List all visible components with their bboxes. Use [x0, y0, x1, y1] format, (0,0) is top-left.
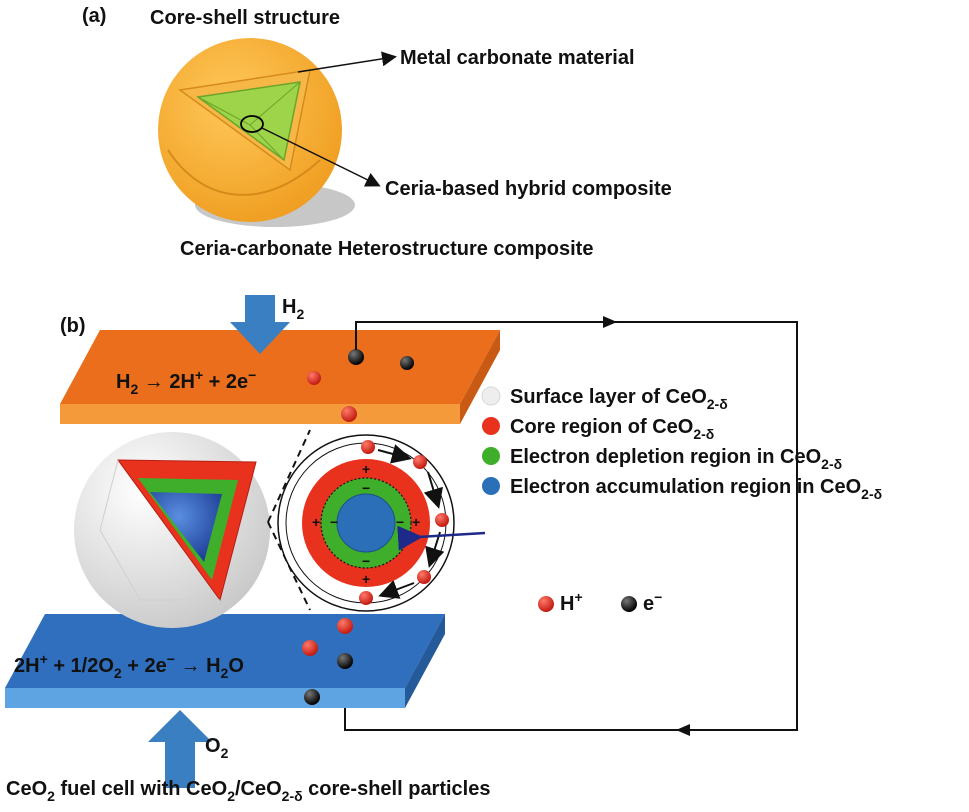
- ceo2-particle-sphere: [74, 432, 270, 628]
- proton-particle: [435, 513, 449, 527]
- charge-plus: +: [362, 571, 370, 587]
- proton-particle: [413, 455, 427, 469]
- proton-particle: [302, 640, 318, 656]
- proton-particle: [359, 591, 373, 605]
- svg-text:Electron accumulation region i: Electron accumulation region in CeO2-δ: [510, 476, 882, 502]
- o2-input-label: O2: [205, 735, 229, 761]
- zoom-line-top: [267, 429, 311, 523]
- anode-plate: [60, 330, 500, 424]
- electron-particle: [400, 356, 414, 370]
- legend-swatch: [481, 386, 501, 406]
- carrier-key-proton-swatch: [538, 596, 554, 612]
- shell-label: Metal carbonate material: [400, 47, 635, 69]
- circuit-arrow-top: [603, 316, 617, 328]
- h2-input-label: H2: [282, 296, 304, 322]
- accumulation-region: [150, 492, 222, 562]
- legend-swatch: [482, 417, 500, 435]
- charge-plus: +: [362, 461, 370, 477]
- charge-minus: −: [396, 514, 404, 530]
- carrier-key-electron: e−: [643, 589, 662, 615]
- legend: Surface layer of CeO2-δ Core region of C…: [481, 386, 882, 502]
- charge-minus: −: [362, 553, 370, 569]
- carrier-key-electron-swatch: [621, 596, 637, 612]
- panel-b-caption: CeO2 fuel cell with CeO2/CeO2-δ core-she…: [6, 778, 491, 804]
- interface-pointer-arrow: [397, 525, 486, 551]
- legend-item-core: Core region of CeO2-δ: [482, 416, 714, 442]
- svg-text:Electron depletion region in C: Electron depletion region in CeO2-δ: [510, 446, 842, 472]
- proton-particle: [341, 406, 357, 422]
- legend-swatch: [482, 447, 500, 465]
- legend-item-depletion: Electron depletion region in CeO2-δ: [482, 446, 842, 472]
- core-marker-ellipse: [240, 115, 264, 133]
- legend-item-surface: Surface layer of CeO2-δ: [481, 386, 728, 412]
- panel-a-label: (a): [82, 5, 106, 27]
- zoom-accumulation-blue: [336, 493, 396, 553]
- svg-text:Surface layer of CeO2-δ: Surface layer of CeO2-δ: [510, 386, 728, 412]
- electron-particle: [337, 653, 353, 669]
- proton-particle: [307, 371, 321, 385]
- charge-minus: −: [362, 480, 370, 496]
- external-circuit-wire: [344, 321, 798, 731]
- panel-a-title: Core-shell structure: [150, 7, 340, 29]
- cathode-reaction: 2H+ + 1/2O2 + 2e− → H2O: [14, 651, 244, 681]
- legend-item-accumulation: Electron accumulation region in CeO2-δ: [482, 476, 882, 502]
- panel-b-label: (b): [60, 315, 86, 337]
- cathode-plate: [5, 614, 445, 708]
- electron-particle: [304, 689, 320, 705]
- circuit-arrow-bottom: [676, 724, 690, 736]
- core-label: Ceria-based hybrid composite: [385, 178, 672, 200]
- proton-particle: [337, 618, 353, 634]
- o2-input-arrow: [148, 710, 212, 788]
- charge-plus: +: [412, 514, 420, 530]
- anode-reaction: H2 → 2H+ + 2e−: [116, 367, 256, 397]
- charge-plus: +: [312, 514, 320, 530]
- charge-minus: −: [330, 514, 338, 530]
- core-wedge: [196, 81, 301, 162]
- electron-particle: [348, 349, 364, 365]
- shell-pointer-arrow: [297, 51, 397, 73]
- core-shell-sphere: [158, 38, 355, 227]
- legend-swatch: [482, 477, 500, 495]
- h2-input-arrow: [230, 295, 290, 354]
- svg-text:Core region of CeO2-δ: Core region of CeO2-δ: [510, 416, 714, 442]
- panel-a-caption: Ceria-carbonate Heterostructure composit…: [180, 238, 593, 260]
- cross-section-zoom: [277, 434, 455, 612]
- proton-hopping-path: [359, 440, 449, 605]
- core-pointer-arrow: [261, 127, 381, 187]
- proton-particle: [361, 440, 375, 454]
- proton-particle: [417, 570, 431, 584]
- carrier-key-proton: H+: [560, 589, 583, 615]
